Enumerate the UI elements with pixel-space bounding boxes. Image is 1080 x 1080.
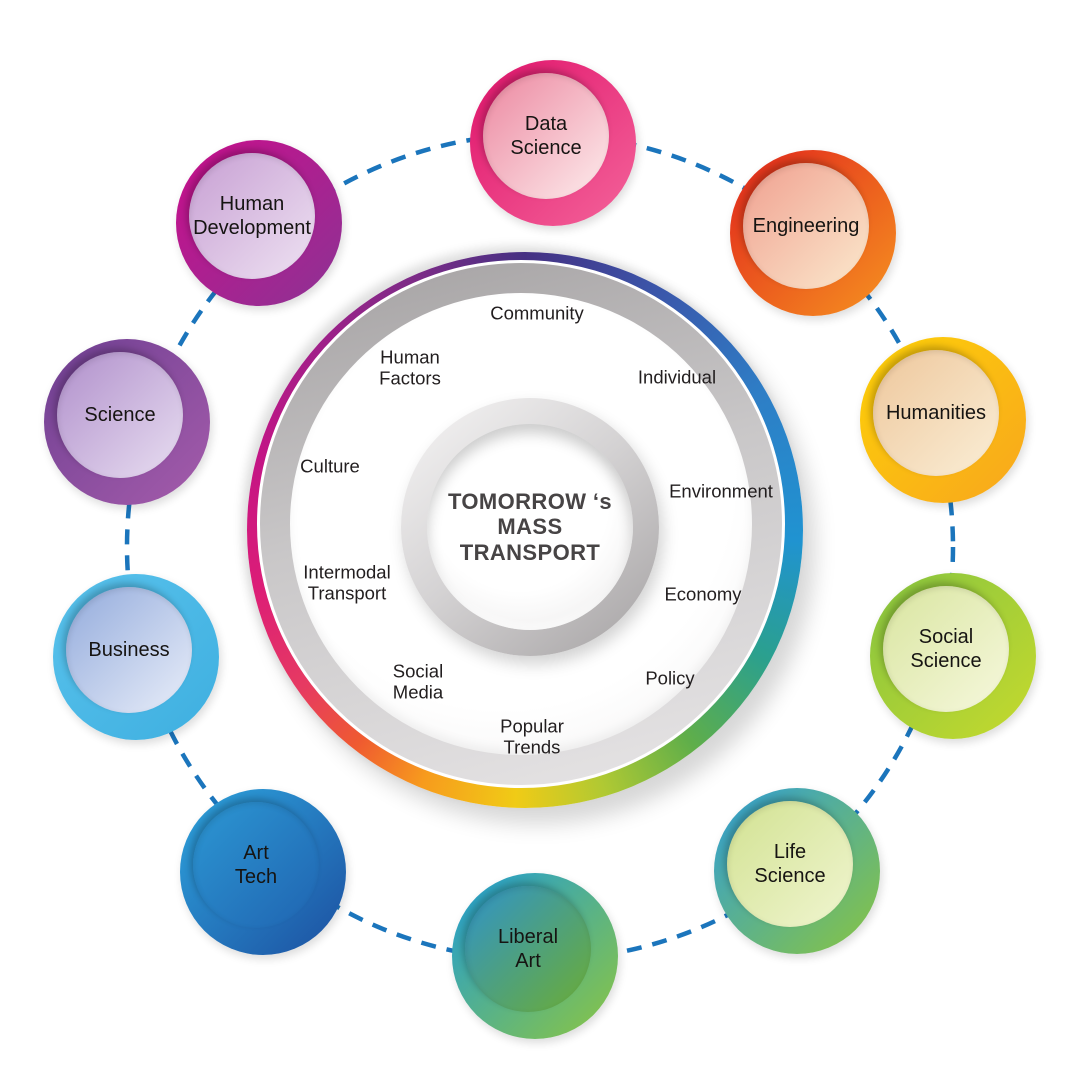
silver-ring: [257, 260, 785, 788]
satellite-label: Life Science: [754, 840, 825, 889]
satellite-humanities: Humanities: [860, 337, 1026, 503]
satellite-face: Art Tech: [193, 802, 319, 928]
satellite-label-line: Science: [510, 137, 582, 159]
satellite-label: Social Science: [910, 625, 981, 674]
satellite-label-line: Science: [84, 403, 156, 426]
satellite-label: Business: [88, 638, 169, 662]
satellite-face: Human Development: [189, 153, 315, 279]
center-title-line: TOMORROW ‘s: [447, 489, 613, 515]
satellite-label: Engineering: [753, 214, 860, 238]
satellite-data-science: Data Science: [470, 60, 636, 226]
inner-label-line: Community: [490, 302, 584, 324]
center-title: TOMORROW ‘s MASS TRANSPORT: [448, 489, 612, 565]
satellite-label: Data Science: [510, 112, 581, 161]
satellite-label: Science: [84, 403, 155, 427]
satellite-face: Data Science: [483, 73, 609, 199]
inner-label-environment: Environment: [669, 480, 773, 501]
satellite-label-line: Tech: [234, 866, 278, 888]
center-title-line: TRANSPORT: [459, 539, 601, 565]
inner-label-individual: Individual: [638, 366, 716, 387]
satellite-face: Humanities: [873, 350, 999, 476]
connector-dashed-circle: [124, 131, 956, 963]
satellite-label-line: Development: [193, 217, 311, 239]
satellite-label-line: Science: [754, 865, 826, 887]
satellite-label-line: Art: [243, 841, 269, 864]
inner-label-intermodal-transport: Intermodal Transport: [303, 562, 390, 605]
inner-label-policy: Policy: [645, 667, 694, 688]
satellite-label-line: Business: [88, 638, 170, 661]
satellite-label-line: Social: [918, 625, 974, 648]
satellite-label-line: Art: [515, 950, 541, 972]
satellite-art-tech: Art Tech: [180, 789, 346, 955]
satellite-label-line: Data: [524, 112, 568, 135]
inner-label-line: Economy: [664, 583, 742, 605]
satellite-label: Liberal Art: [498, 925, 558, 974]
inner-label-line: Environment: [669, 480, 773, 502]
inner-label-culture: Culture: [300, 455, 360, 476]
inner-label-line: Trends: [503, 737, 561, 758]
inner-label-line: Factors: [379, 368, 441, 389]
satellite-social-science: Social Science: [870, 573, 1036, 739]
satellite-engineering: Engineering: [730, 150, 896, 316]
inner-label-line: Intermodal: [303, 561, 391, 583]
satellite-label: Humanities: [886, 401, 986, 425]
center-hub: TOMORROW ‘s MASS TRANSPORT: [401, 398, 659, 656]
satellite-label-line: Engineering: [752, 214, 860, 237]
inner-label-line: Media: [392, 682, 444, 703]
satellite-label: Art Tech: [235, 841, 277, 890]
outer-rainbow-ring: [247, 252, 803, 808]
inner-label-line: Individual: [637, 366, 717, 388]
inner-label-line: Popular: [500, 715, 564, 737]
inner-label-line: Culture: [300, 455, 360, 477]
satellite-human-development: Human Development: [176, 140, 342, 306]
inner-label-line: Social: [392, 660, 444, 682]
inner-label-economy: Economy: [664, 583, 741, 604]
satellite-face: Social Science: [883, 586, 1009, 712]
satellite-label-line: Liberal: [497, 925, 559, 948]
satellite-label-line: Human: [219, 192, 285, 215]
satellite-life-science: Life Science: [714, 788, 880, 954]
inner-label-human-factors: Human Factors: [379, 347, 441, 390]
satellite-face: Life Science: [727, 801, 853, 927]
satellite-label-line: Science: [910, 650, 982, 672]
satellite-label: Human Development: [193, 192, 311, 241]
satellite-liberal-art: Liberal Art: [452, 873, 618, 1039]
center-hub-face: TOMORROW ‘s MASS TRANSPORT: [427, 424, 633, 630]
satellite-science: Science: [44, 339, 210, 505]
inner-label-line: Policy: [645, 667, 695, 689]
inner-label-popular-trends: Popular Trends: [500, 716, 564, 759]
inner-label-social-media: Social Media: [393, 661, 443, 704]
center-title-line: MASS: [497, 514, 563, 540]
inner-label-line: Human: [380, 346, 440, 368]
satellite-face: Science: [57, 352, 183, 478]
satellite-face: Business: [66, 587, 192, 713]
satellite-business: Business: [53, 574, 219, 740]
satellite-label-line: Humanities: [885, 401, 987, 424]
satellite-label-line: Life: [773, 840, 807, 863]
inner-label-line: Transport: [307, 583, 387, 604]
satellite-face: Liberal Art: [465, 886, 591, 1012]
satellite-face: Engineering: [743, 163, 869, 289]
inner-label-community: Community: [490, 302, 584, 323]
